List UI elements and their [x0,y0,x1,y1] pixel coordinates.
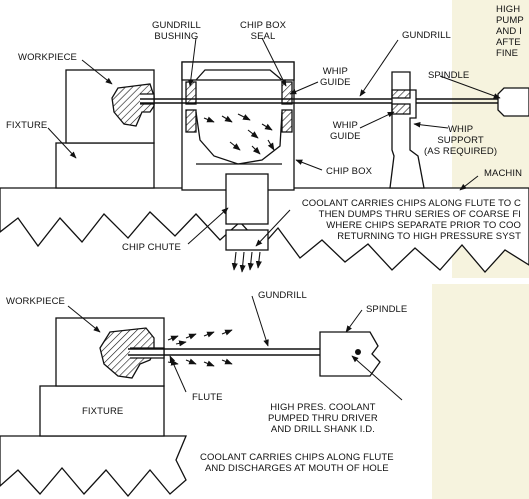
bottom-machine-base [0,435,187,498]
label-chip-box: CHIP BOX [326,166,373,177]
bottom-fixture [39,385,165,437]
label-machine: MACHIN [484,168,523,179]
seal-block [281,81,293,105]
top-chip-arrows [203,113,275,273]
label-flute: FLUTE [192,392,223,403]
bottom-workpiece-hole [99,327,155,379]
bottom-chip-arrows [167,329,233,367]
chip-chute [225,173,269,225]
label-gundrill-top: GUNDRILL [402,30,451,41]
bushing-block [185,81,197,105]
label-workpiece-bottom: WORKPIECE [6,296,65,307]
top-spindle [497,87,529,117]
label-workpiece-top: WORKPIECE [18,52,77,63]
label-fixture-bottom: FIXTURE [82,406,124,417]
label-fixture-top: FIXTURE [6,120,48,131]
label-spindle-top: SPINDLE [428,70,470,81]
bottom-shade-panel [432,284,529,499]
label-gundrill-bottom: GUNDRILL [258,290,307,301]
bottom-spindle [319,331,381,377]
chip-box [181,61,295,191]
label-spindle-bottom: SPINDLE [366,304,408,315]
top-fixture [55,142,155,189]
label-chip-chute: CHIP CHUTE [122,242,181,253]
